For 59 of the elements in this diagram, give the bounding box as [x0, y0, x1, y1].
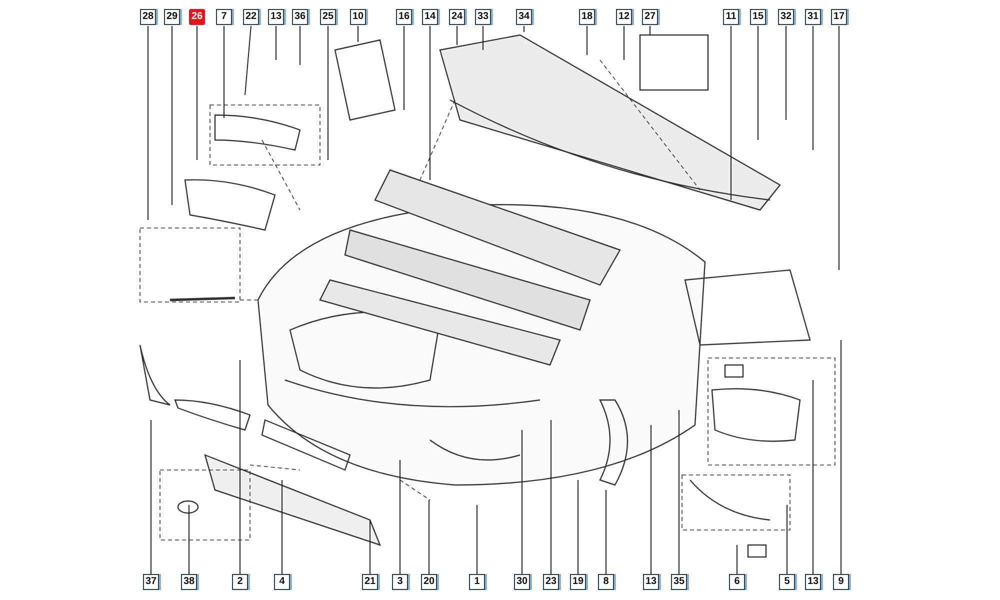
leader-line [428, 500, 430, 574]
callout-number: 22 [243, 9, 259, 25]
callout-number: 4 [274, 574, 290, 590]
callout-number: 36 [292, 9, 308, 25]
callout-number: 14 [422, 9, 438, 25]
callout-number: 5 [779, 574, 795, 590]
leader-line [678, 410, 680, 574]
leader-line [196, 26, 198, 160]
leader-line [150, 420, 152, 574]
callout-number: 11 [723, 9, 739, 25]
leader-line [586, 26, 588, 56]
callout-number: 21 [362, 574, 378, 590]
callout-number: 3 [392, 574, 408, 590]
callout-number: 30 [514, 574, 530, 590]
callout-number: 28 [140, 9, 156, 25]
callout-number: 20 [421, 574, 437, 590]
callout-number: 24 [449, 9, 465, 25]
leader-line [730, 26, 732, 200]
leader-line [812, 26, 814, 150]
callout-number: 15 [750, 9, 766, 25]
callout-number: 19 [570, 574, 586, 590]
callout-number: 2 [232, 574, 248, 590]
leader-line [482, 26, 484, 50]
callout-number: 13 [268, 9, 284, 25]
leader-line [188, 504, 190, 574]
leader-line [650, 424, 652, 574]
callout-number: 9 [833, 574, 849, 590]
callout-number: 17 [831, 9, 847, 25]
leader-line [456, 26, 458, 46]
callout-number: 33 [475, 9, 491, 25]
callout-number: 38 [181, 574, 197, 590]
leader-line [838, 26, 840, 270]
callout-number: 32 [778, 9, 794, 25]
callout-number: 27 [642, 9, 658, 25]
leader-line [476, 504, 478, 574]
leader-line [812, 380, 814, 574]
callout-number: 34 [516, 9, 532, 25]
leader-line [244, 26, 252, 96]
callout-number: 26 [189, 9, 205, 25]
leader-line [786, 504, 788, 574]
callout-number: 35 [671, 574, 687, 590]
callout-number: 6 [729, 574, 745, 590]
callout-number: 37 [143, 574, 159, 590]
callout-number: 31 [805, 9, 821, 25]
callout-number: 7 [216, 9, 232, 25]
callout-number: 18 [579, 9, 595, 25]
callout-number: 23 [543, 574, 559, 590]
leader-line [550, 420, 552, 574]
leader-line [736, 544, 738, 574]
callout-number: 13 [805, 574, 821, 590]
callout-number: 25 [320, 9, 336, 25]
callout-number: 8 [598, 574, 614, 590]
callout-number: 12 [616, 9, 632, 25]
callout-number: 1 [469, 574, 485, 590]
leader-line [840, 340, 842, 574]
callout-number: 13 [643, 574, 659, 590]
callout-number: 29 [164, 9, 180, 25]
callout-number: 16 [396, 9, 412, 25]
callout-number: 10 [350, 9, 366, 25]
